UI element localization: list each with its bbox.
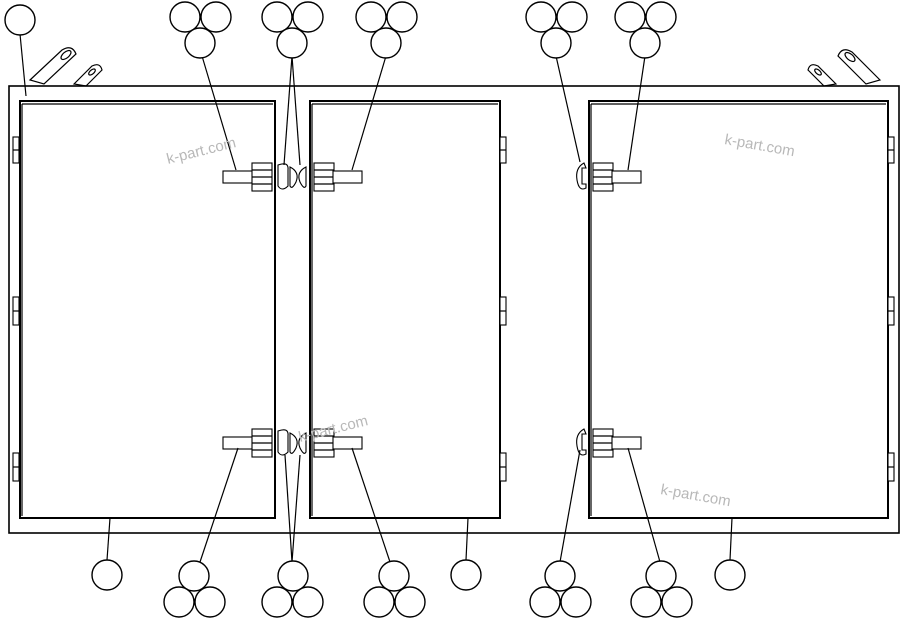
callout-bubble (261, 1, 293, 33)
watermark: k-part.com (723, 131, 796, 160)
callout-bubble (91, 559, 123, 591)
latch-assembly-bottom-right (576, 428, 642, 458)
latch-assembly-top-left (222, 162, 298, 192)
callout-bubble (540, 27, 572, 59)
callout-bubble (178, 560, 210, 592)
callout-bubble (614, 1, 646, 33)
lifting-lug-right (807, 49, 882, 87)
callout-bubbles-top (4, 1, 677, 59)
door-panel-left (19, 100, 276, 519)
callout-bubble (714, 559, 746, 591)
callout-bubble (200, 1, 232, 33)
latch-assembly-top-middle (298, 162, 363, 192)
callout-bubble (556, 1, 588, 33)
callout-bubble (169, 1, 201, 33)
callout-bubble (4, 4, 36, 36)
latch-assembly-bottom-left (222, 428, 298, 458)
callout-bubble (629, 27, 661, 59)
callout-bubble (544, 560, 576, 592)
latch-assembly-bottom-middle (298, 428, 363, 458)
callout-bubble (630, 586, 662, 618)
callout-bubble (394, 586, 426, 618)
callout-bubble (163, 586, 195, 618)
callout-bubble (276, 27, 308, 59)
callout-bubble (261, 586, 293, 618)
callout-bubble (645, 560, 677, 592)
callout-bubble (450, 559, 482, 591)
callout-bubble (370, 27, 402, 59)
watermark: k-part.com (165, 134, 238, 168)
callout-bubble (645, 1, 677, 33)
callout-bubble (529, 586, 561, 618)
callout-bubble (277, 560, 309, 592)
leader-lines (19, 33, 733, 563)
callout-bubble (386, 1, 418, 33)
callout-bubble (363, 586, 395, 618)
latch-assembly-top-right (576, 162, 642, 192)
callout-bubble (184, 27, 216, 59)
watermark: k-part.com (659, 481, 732, 510)
callout-bubble (560, 586, 592, 618)
lifting-lug-left (28, 47, 103, 87)
outer-frame (8, 85, 900, 534)
callout-bubble (661, 586, 693, 618)
door-panel-right (588, 100, 889, 519)
callout-bubbles-bottom (91, 559, 746, 618)
callout-bubble (378, 560, 410, 592)
edge-hinges (12, 136, 895, 482)
callout-bubble (525, 1, 557, 33)
door-panel-middle (309, 100, 501, 519)
callout-bubble (292, 586, 324, 618)
callout-bubble (355, 1, 387, 33)
callout-bubble (194, 586, 226, 618)
callout-bubble (292, 1, 324, 33)
